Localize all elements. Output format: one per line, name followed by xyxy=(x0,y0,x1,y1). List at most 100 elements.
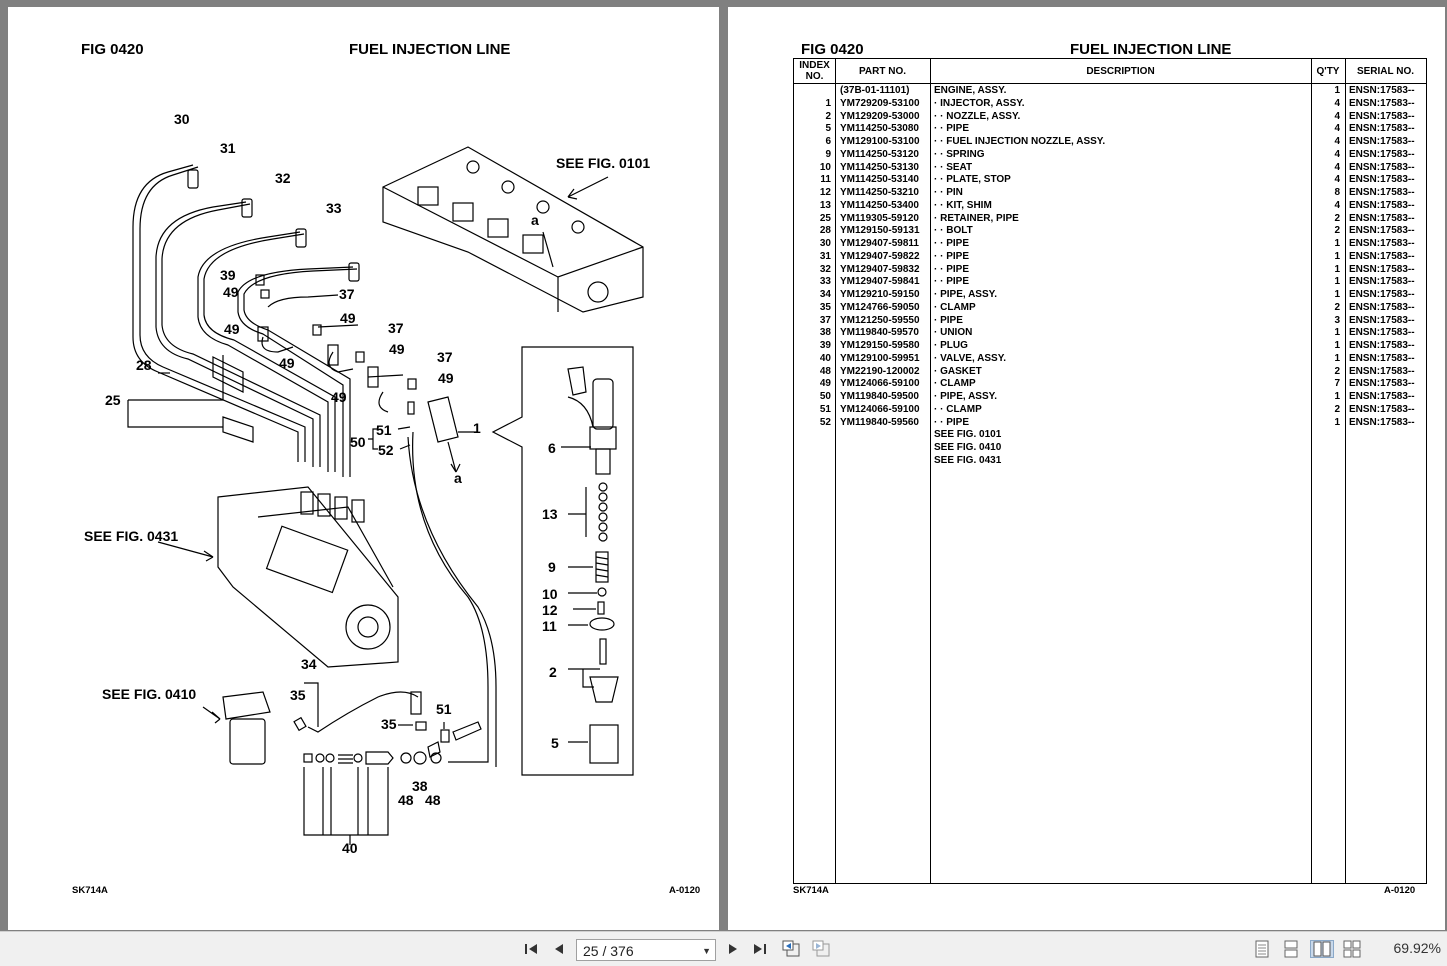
row-qty: 2 xyxy=(1334,365,1340,377)
row-index: 51 xyxy=(819,403,831,415)
callout-1: 1 xyxy=(473,420,481,436)
continuous-icon[interactable] xyxy=(1281,940,1301,958)
callout-13: 13 xyxy=(542,506,558,522)
row-part-no: YM129210-59150 xyxy=(840,289,920,300)
row-index: 25 xyxy=(819,212,831,224)
single-page-icon[interactable] xyxy=(1252,940,1272,958)
row-part-no: YM129150-59131 xyxy=(840,225,920,237)
row-description: · · FUEL INJECTION NOZZLE, ASSY. xyxy=(934,136,1106,147)
row-description: SEE FIG. 0101 xyxy=(934,429,1002,441)
row-description: · RETAINER, PIPE xyxy=(934,212,1019,224)
row-description: · INJECTOR, ASSY. xyxy=(934,97,1025,109)
row-serial-no: ENSN:17583-- xyxy=(1349,301,1415,313)
figure-code: FIG 0420 xyxy=(801,41,864,58)
row-description: · · KIT, SHIM xyxy=(934,199,992,211)
table-row: SEE FIG. 0431 xyxy=(794,455,1426,468)
row-index: 6 xyxy=(825,136,831,147)
row-qty: 2 xyxy=(1334,225,1340,237)
row-part-no: YM129407-59841 xyxy=(840,276,920,288)
header-index: INDEX NO. xyxy=(799,60,830,82)
zoom-level[interactable]: 69.92% xyxy=(1393,940,1441,956)
callout-32: 32 xyxy=(275,170,291,186)
row-serial-no: ENSN:17583-- xyxy=(1349,365,1415,377)
row-serial-no: ENSN:17583-- xyxy=(1349,212,1415,224)
row-index: 38 xyxy=(819,327,831,339)
row-part-no: YM729209-53100 xyxy=(840,97,920,109)
footer-model: SK714A xyxy=(72,885,108,896)
callout-48-a: 48 xyxy=(398,792,414,808)
row-qty: 1 xyxy=(1334,276,1340,288)
callout-33: 33 xyxy=(326,200,342,216)
row-serial-no: ENSN:17583-- xyxy=(1349,97,1415,109)
callout-35-a: 35 xyxy=(290,687,306,703)
go-forward-view-icon[interactable] xyxy=(811,940,833,958)
callout-5: 5 xyxy=(551,735,559,751)
callout-40: 40 xyxy=(342,840,358,856)
callout-9: 9 xyxy=(548,559,556,575)
row-qty: 1 xyxy=(1334,85,1340,96)
row-index: 30 xyxy=(819,238,831,249)
row-part-no: YM129100-53100 xyxy=(840,136,920,147)
go-back-view-icon[interactable] xyxy=(781,940,803,958)
row-qty: 1 xyxy=(1334,340,1340,351)
row-qty: 4 xyxy=(1334,136,1340,147)
row-qty: 1 xyxy=(1334,250,1340,262)
row-serial-no: ENSN:17583-- xyxy=(1349,199,1415,211)
row-description: · · PIPE xyxy=(934,238,970,249)
callout-35-b: 35 xyxy=(381,716,397,732)
row-part-no: YM121250-59550 xyxy=(840,314,920,326)
callout-6: 6 xyxy=(548,440,556,456)
row-part-no: YM114250-53210 xyxy=(840,187,919,198)
row-part-no: YM119840-59560 xyxy=(840,416,919,428)
row-description: · CLAMP xyxy=(934,378,976,390)
first-page-icon[interactable] xyxy=(522,940,540,958)
row-description: · VALVE, ASSY. xyxy=(934,352,1007,364)
callout-11: 11 xyxy=(542,618,557,634)
callout-37-a: 37 xyxy=(339,286,355,302)
prev-page-icon[interactable] xyxy=(550,940,568,958)
callout-48-b: 48 xyxy=(425,792,441,808)
table-row: 6 YM129100-53100 · · FUEL INJECTION NOZZLE… xyxy=(794,136,1426,149)
row-qty: 2 xyxy=(1334,403,1340,415)
row-description: · · PIPE xyxy=(934,123,970,135)
facing-icon[interactable] xyxy=(1310,940,1334,958)
row-part-no: YM129407-59822 xyxy=(840,250,920,262)
page-number-select[interactable]: 25 / 376 ▼ xyxy=(576,939,716,961)
parts-table: INDEX NO. PART NO. DESCRIPTION Q'TY SERI… xyxy=(793,58,1427,884)
continuous-facing-icon[interactable] xyxy=(1342,940,1362,958)
row-index: 1 xyxy=(825,97,831,109)
row-index: 48 xyxy=(819,365,831,377)
row-qty: 4 xyxy=(1334,97,1340,109)
row-serial-no: ENSN:17583-- xyxy=(1349,225,1415,237)
callout-39: 39 xyxy=(220,267,236,283)
figure-title: FUEL INJECTION LINE xyxy=(1070,41,1232,58)
row-serial-no: ENSN:17583-- xyxy=(1349,263,1415,275)
row-part-no: YM114250-53400 xyxy=(840,199,919,211)
row-index: 9 xyxy=(825,148,831,160)
row-serial-no: ENSN:17583-- xyxy=(1349,85,1415,96)
row-index: 35 xyxy=(819,301,831,313)
row-part-no: YM124066-59100 xyxy=(840,403,920,415)
row-index: 12 xyxy=(819,187,831,198)
next-page-icon[interactable] xyxy=(724,940,742,958)
row-serial-no: ENSN:17583-- xyxy=(1349,136,1415,147)
callout-30: 30 xyxy=(174,111,190,127)
row-description: · PIPE xyxy=(934,314,963,326)
last-page-icon[interactable] xyxy=(751,940,771,958)
row-index: 34 xyxy=(819,289,831,300)
row-qty: 3 xyxy=(1334,314,1340,326)
row-qty: 1 xyxy=(1334,238,1340,249)
